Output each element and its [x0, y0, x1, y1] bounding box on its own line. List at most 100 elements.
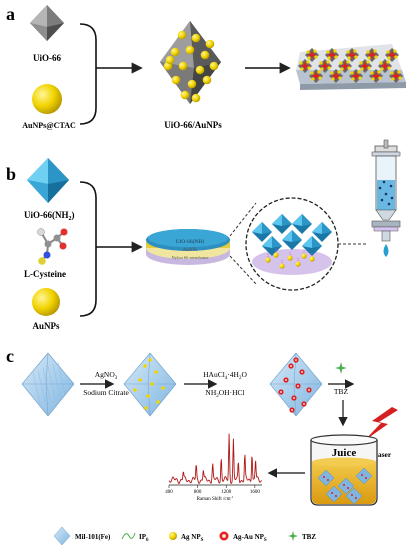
ag-nanoparticle: [133, 388, 137, 392]
ag-nanoparticle: [150, 382, 154, 386]
red-star-marker: [340, 61, 350, 71]
agau-dot: [343, 484, 345, 486]
agau-core: [291, 409, 293, 411]
sample-particle: [378, 186, 382, 190]
uio66-nh2-mini-face: [302, 236, 312, 248]
gold-dot: [390, 71, 394, 75]
mil101-agau-octahedron: [269, 352, 323, 417]
red-star-marker: [371, 71, 381, 81]
agau-core: [293, 397, 295, 399]
ag-nanoparticle: [156, 400, 160, 404]
agau-dot: [355, 497, 357, 499]
uio66-nh2-mini-face: [292, 230, 302, 242]
gold-dot: [313, 49, 317, 53]
agau-core: [285, 379, 287, 381]
uio66-nh2-mini-face: [252, 222, 262, 234]
ag-nanoparticle: [138, 378, 142, 382]
uio66-nh2-mini-face: [302, 214, 312, 226]
facet-stripe: [37, 369, 46, 403]
gold-nanoparticle: [309, 256, 315, 262]
gold-dot: [327, 56, 331, 60]
legend-ip6-label: IP6: [139, 533, 149, 543]
uio66-nh2-octahedron: [27, 158, 69, 203]
membrane-label-1: UiO-66(NH): [176, 238, 205, 245]
panel-b-letter: b: [6, 164, 16, 184]
agau-core: [290, 365, 292, 367]
zoom-detail-circle: [245, 197, 339, 291]
red-star-marker: [360, 61, 370, 71]
aunps-ctac-label: AuNPs@CTAC: [22, 121, 76, 130]
gold-dot: [394, 55, 398, 59]
gold-dot: [360, 67, 364, 71]
agau-dot: [347, 487, 349, 489]
gold-dot: [311, 77, 315, 81]
agau-core: [297, 385, 299, 387]
reagent-haucl4: HAuCl4·4H2O: [203, 370, 247, 381]
ag-nanoparticle: [161, 386, 165, 390]
laser-bolt-icon: [364, 407, 398, 441]
red-star-marker: [391, 71, 401, 81]
gold-dot: [386, 60, 390, 64]
gold-dot: [377, 70, 381, 74]
gold-nanoparticle: [279, 263, 285, 269]
gold-dot: [397, 70, 401, 74]
tbz-star-icon: [335, 362, 347, 374]
gold-dot: [318, 76, 322, 80]
gold-nanoparticle: [195, 65, 205, 75]
mil101-octahedron-plain: [21, 352, 75, 417]
gold-dot: [306, 60, 310, 64]
reagent-agno3: AgNO3: [95, 370, 118, 381]
red-star-marker: [327, 50, 337, 60]
gold-dot: [398, 76, 402, 80]
mil101-in-juice: [317, 469, 335, 487]
membrane-label-2: AuNPs: [183, 248, 198, 253]
gold-nanoparticle: [180, 90, 190, 100]
red-star-marker: [351, 71, 361, 81]
gold-dot: [347, 56, 351, 60]
sers-substrate-a: [296, 44, 406, 90]
facet-stripe: [57, 361, 66, 395]
sample-particle: [380, 198, 384, 202]
agau-core: [303, 403, 305, 405]
spectrum-tick-label: 1200: [221, 490, 232, 495]
membrane-label-3: Nylon 66 membrane: [172, 255, 209, 260]
gold-dot: [327, 66, 331, 70]
gold-dot: [314, 55, 318, 59]
gold-dot: [337, 70, 341, 74]
gold-nanoparticle: [202, 75, 212, 85]
red-star-marker: [311, 71, 321, 81]
gold-dot: [358, 76, 362, 80]
gold-dot: [354, 55, 358, 59]
gold-dot: [393, 49, 397, 53]
mil101-in-juice: [345, 487, 363, 505]
legend-tbz-icon: [288, 531, 298, 541]
red-star-marker: [387, 50, 397, 60]
gold-nanoparticle: [209, 61, 219, 71]
uio66-nh2-mini-face: [322, 222, 332, 234]
ag-nanoparticle: [144, 406, 148, 410]
red-star-marker: [320, 61, 330, 71]
gold-nanoparticle: [191, 93, 201, 103]
gold-dot: [310, 71, 314, 75]
gold-nanoparticle: [171, 75, 181, 85]
gold-nanoparticle: [165, 55, 175, 65]
facet-stripe: [32, 371, 41, 405]
gold-dot: [338, 76, 342, 80]
gold-dot: [340, 67, 344, 71]
sample-particle: [384, 192, 388, 196]
reagent-nh2oh: NH2OH·HCl: [205, 388, 244, 399]
mil101-ag-octahedron: [123, 352, 177, 417]
sample-particle: [387, 202, 391, 206]
juice-label: Juice: [332, 447, 357, 459]
l-cysteine-molecule-icon: [37, 228, 68, 265]
facet-stripe: [42, 367, 51, 401]
gold-dot: [378, 76, 382, 80]
gold-nanoparticle: [301, 253, 307, 259]
panel-a-letter: a: [6, 4, 15, 24]
gold-nanoparticle: [170, 47, 180, 57]
agau-dot: [365, 477, 367, 479]
sample-particle: [389, 184, 393, 188]
facet-stripe: [52, 363, 61, 397]
legend-agau-np-icon: [219, 531, 229, 541]
panel-a: a UiO-66 AuNPs@CTAC UiO-66/AuNPs: [6, 4, 406, 130]
